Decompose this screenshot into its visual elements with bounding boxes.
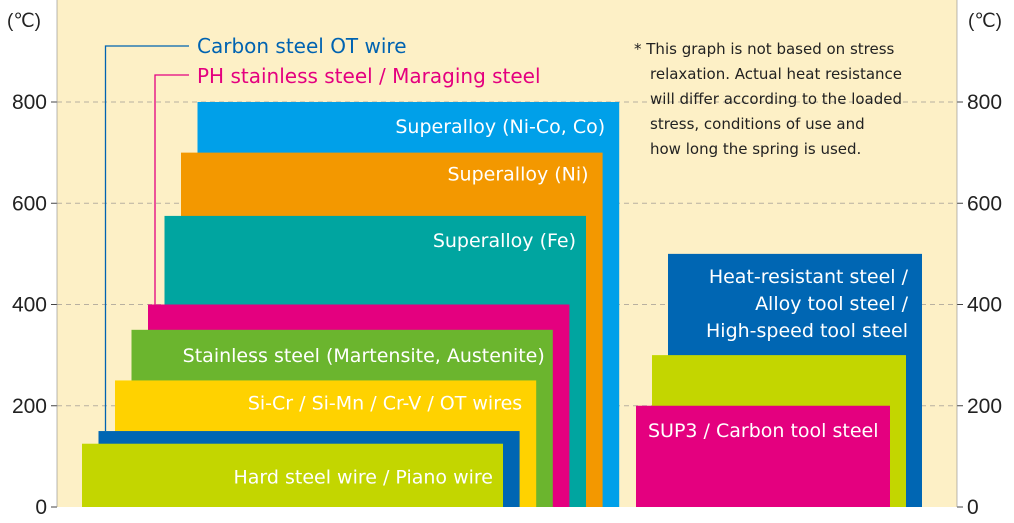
legend-ph-stainless-maraging: PH stainless steel / Maraging steel [197,64,541,88]
bar-sup3-carbon-tool-steel [636,405,890,507]
bar-label-line: Alloy tool steel / [755,293,909,315]
y-tick-label-right: 0 [967,496,979,519]
bar-label: Superalloy (Ni) [448,164,589,186]
bar-label: SUP3 / Carbon tool steel [648,420,879,442]
legend-leader-lines [104,45,189,432]
y-tick-label-right: 800 [967,91,1002,114]
bar-label: Si-Cr / Si-Mn / Cr-V / OT wires [248,392,522,414]
bar-label: Hard steel wire / Piano wire [233,467,493,489]
axes: 0 0 200 200 400 400 600 600 800 800 [12,0,1002,519]
note-line: how long the spring is used. [650,140,861,158]
y-tick-label-left: 800 [12,91,47,114]
y-tick-label-left: 0 [35,496,47,519]
y-tick-label-left: 200 [12,395,47,418]
y-tick-label-right: 200 [967,395,1002,418]
unit-label-left: (℃) [7,11,41,32]
legend-leader-line [104,45,189,432]
y-tick-label-left: 400 [12,294,47,317]
bar-label-line: High-speed tool steel [706,320,908,342]
y-tick-label-left: 600 [12,192,47,215]
y-tick-label-right: 400 [967,294,1002,317]
note-line: will differ according to the loaded [650,90,902,108]
y-tick-label-right: 600 [967,192,1002,215]
note-line: stress, conditions of use and [650,115,865,133]
note-line: relaxation. Actual heat resistance [650,65,902,83]
bar-label: Stainless steel (Martensite, Austenite) [183,345,545,367]
footnote: * This graph is not based on stress rela… [634,40,902,158]
legend-carbon-steel-ot-wire: Carbon steel OT wire [197,34,407,58]
bar-hard-steel-wire-piano-wire [82,443,503,507]
bar-label-line: Heat-resistant steel / [709,266,909,288]
bar-label: Superalloy (Fe) [433,230,576,252]
note-line: * This graph is not based on stress [634,40,895,58]
bar-label: Superalloy (Ni-Co, Co) [395,116,605,138]
unit-label-right: (℃) [968,11,1002,32]
legend-leader-line [154,74,189,305]
bars: Hard steel wire / Piano wire Si-Cr / Si-M… [82,102,922,507]
